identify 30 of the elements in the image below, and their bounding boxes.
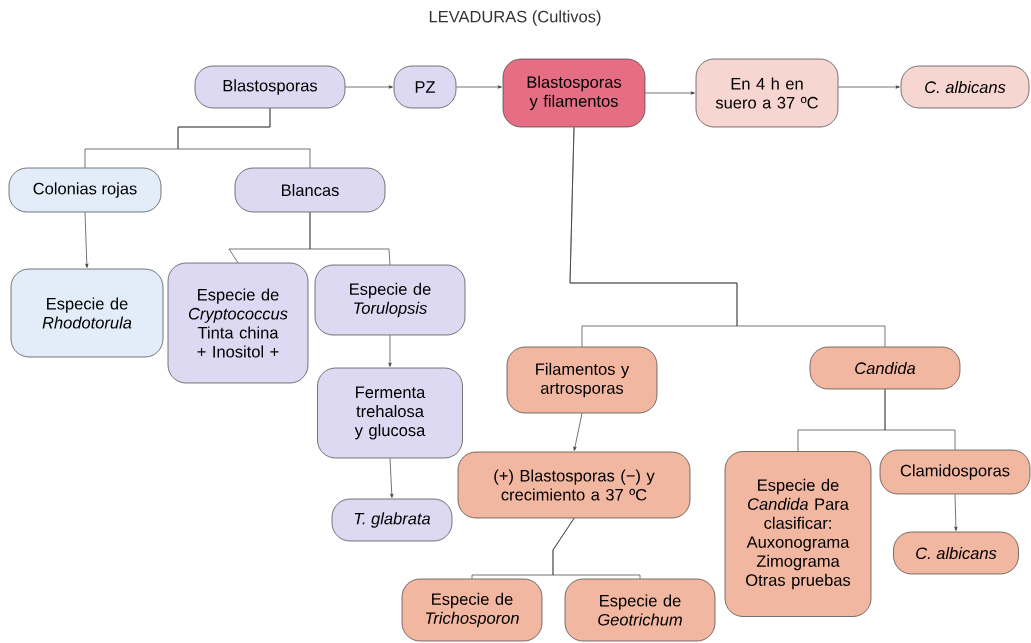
process-box: Filamentos y artrosporas (506, 346, 658, 414)
process-box: T. glabrata (331, 498, 453, 542)
process-box: Blancas (234, 167, 386, 213)
arrow (345, 85, 393, 89)
process-box: Especie de Rhodotorula (10, 268, 164, 358)
process-box: Blastosporas (194, 65, 346, 109)
arrow (838, 85, 900, 89)
process-box: Especie de Geotrichum (564, 578, 716, 642)
process-box: (+) Blastosporas (−) y crecimiento a 37 ºC (457, 451, 691, 519)
process-box: C. albicans (900, 65, 1030, 109)
process-box: Candida (809, 346, 961, 390)
process-box: PZ (393, 65, 457, 109)
arrow (954, 494, 958, 531)
arrow (84, 212, 89, 268)
arrow (389, 458, 394, 498)
process-box: Blastosporas y filamentos (502, 58, 646, 128)
process-box: Fermenta trehalosa y glucosa (317, 367, 463, 459)
arrow (645, 91, 695, 95)
process-box: Especie de Candida Para clasificar: Auxonograma Zimograma Otras pruebas (724, 451, 872, 617)
process-box: Especie de Cryptococcus Tinta china + Inositol + (167, 262, 309, 384)
title: LEVADURAS (Cultivos) (429, 10, 601, 26)
process-box: Especie de Trichosporon (401, 578, 543, 642)
process-box: C. albicans (893, 531, 1019, 575)
process-box: Especie de Torulopsis (314, 264, 466, 336)
arrow (573, 413, 583, 451)
arrow (388, 335, 392, 367)
arrow (456, 85, 502, 89)
process-box: Clamidosporas (879, 449, 1031, 495)
process-box: Colonias rojas (8, 167, 162, 213)
process-box: En 4 h en suero a 37 ºC (695, 58, 839, 128)
